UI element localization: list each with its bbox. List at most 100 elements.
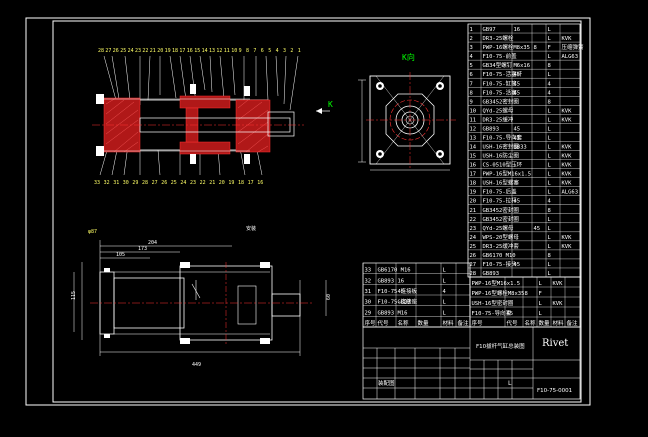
table-cell: 25 [470, 244, 477, 250]
balloon-number: 26 [113, 48, 119, 54]
table-cell: 17 [470, 172, 477, 178]
balloon-number: 1 [298, 48, 301, 54]
rod-end [267, 111, 295, 137]
table-cell: GB3452密封圈 [483, 206, 520, 214]
table-cell: GB3452密封圈 [483, 97, 520, 105]
balloon-number: 16 [187, 48, 193, 54]
balloon-number: 24 [180, 180, 186, 186]
balloon-number: 11 [224, 48, 230, 54]
table-cell: L [539, 311, 543, 317]
dim-text-204: 204 [148, 240, 157, 246]
table-cell: 22 [470, 217, 477, 223]
table-cell: L [548, 36, 552, 42]
table-cell: CS-0510型压环 [483, 161, 523, 169]
table-cell: 数量 [418, 319, 430, 327]
drawing-number: F10-75-0001 [537, 388, 572, 394]
table-cell: 29 [365, 310, 372, 316]
arrow-label-k: K [328, 100, 333, 109]
side-bolt-heads [104, 262, 270, 344]
table-cell: GB6170 M16 [378, 268, 411, 274]
table-cell: 3 [470, 45, 473, 51]
table-cell: GB893 [378, 278, 395, 284]
balloon-number: 10 [231, 48, 237, 54]
table-cell: 19 [470, 190, 477, 196]
table-cell: L [443, 300, 447, 306]
table-cell: 23 [470, 226, 477, 232]
table-cell: 45 [514, 90, 521, 96]
hatch-lines [105, 97, 269, 153]
table-cell: USH-16密封圈 [483, 143, 520, 151]
table-cell: 15 [470, 154, 477, 160]
table-cell: L [548, 271, 552, 277]
table-cell: F [539, 291, 542, 297]
balloon-number: 8 [246, 48, 249, 54]
table-cell: L [548, 190, 552, 196]
balloon-number: 22 [142, 48, 148, 54]
table-cell: F10-75-连接座 [378, 298, 418, 306]
table-cell: F10-75-接头 [483, 260, 518, 268]
table-cell: M16 [398, 310, 408, 316]
table-cell: 45 [514, 126, 521, 132]
table-cell: ALG63 [562, 190, 579, 196]
balloon-number: 20 [157, 48, 163, 54]
table-cell: 序号 [472, 319, 484, 327]
table-cell: 6 [470, 72, 473, 78]
balloon-number: 19 [228, 180, 234, 186]
table-cell: L [548, 108, 552, 114]
dim-note-upper-left: φ87 [88, 229, 97, 235]
table-cell: 45 [514, 81, 521, 87]
table-cell: KVK [562, 181, 573, 187]
table-cell: ALG63 [562, 54, 579, 60]
table-cell: QYd-25螺母 [483, 224, 514, 232]
table-cell: USH-16型密封圈 [472, 299, 514, 307]
balloon-number: 27 [105, 48, 111, 54]
table-cell: 16 [470, 163, 477, 169]
table-cell: F10-75-导向套 [472, 309, 512, 317]
table-cell: 代号 [507, 319, 519, 327]
balloon-number: 18 [172, 48, 178, 54]
table-cell: 27 [470, 262, 477, 268]
table-cell: 33 [365, 268, 372, 274]
table-cell: L [548, 181, 552, 187]
table-cell: L [548, 145, 552, 151]
balloon-number: 23 [135, 48, 141, 54]
balloon-number: 7 [253, 48, 256, 54]
table-cell: L [443, 268, 447, 274]
table-cell: GB893 [483, 126, 500, 132]
table-cell: GB34型螺钉 [483, 61, 513, 69]
table-cell: KVK [562, 117, 573, 123]
balloon-number: 21 [150, 48, 156, 54]
table-cell: 压缩弹簧 [562, 43, 585, 51]
dim-text-60: 60 [326, 294, 332, 300]
table-cell: L [548, 244, 552, 250]
table-cell: 45 [514, 262, 521, 268]
table-cell: 备注 [567, 319, 579, 327]
table-cell: M6x16 [514, 63, 531, 69]
table-cell: 4 [443, 289, 447, 295]
table-cell: L [548, 72, 552, 78]
balloon-number: 12 [216, 48, 222, 54]
table-cell: L [548, 172, 552, 178]
table-cell: L [548, 54, 552, 60]
table-cell: L [548, 217, 552, 223]
view-label-k: K向 [402, 52, 415, 62]
table-cell: KVK [553, 301, 564, 307]
table-cell: F10-75-后盖 [483, 188, 518, 196]
balloon-number: 14 [202, 48, 208, 54]
balloon-number: 15 [194, 48, 200, 54]
table-cell: DR3-25缓冲套 [483, 242, 520, 250]
table-cell: GB893 [378, 310, 395, 316]
table-cell: 45 [507, 311, 514, 317]
table-cell: 代号 [378, 319, 390, 327]
table-cell: GB3452密封圈 [483, 215, 520, 223]
dim-text-note: 安装 [246, 225, 256, 232]
table-cell: L [548, 226, 552, 232]
balloon-number: 5 [268, 48, 271, 54]
table-cell: 12 [470, 126, 477, 132]
balloon-number: 32 [104, 180, 110, 186]
dim-text-449: 449 [192, 362, 201, 368]
table-cell: QYd-25螺母 [483, 106, 514, 114]
